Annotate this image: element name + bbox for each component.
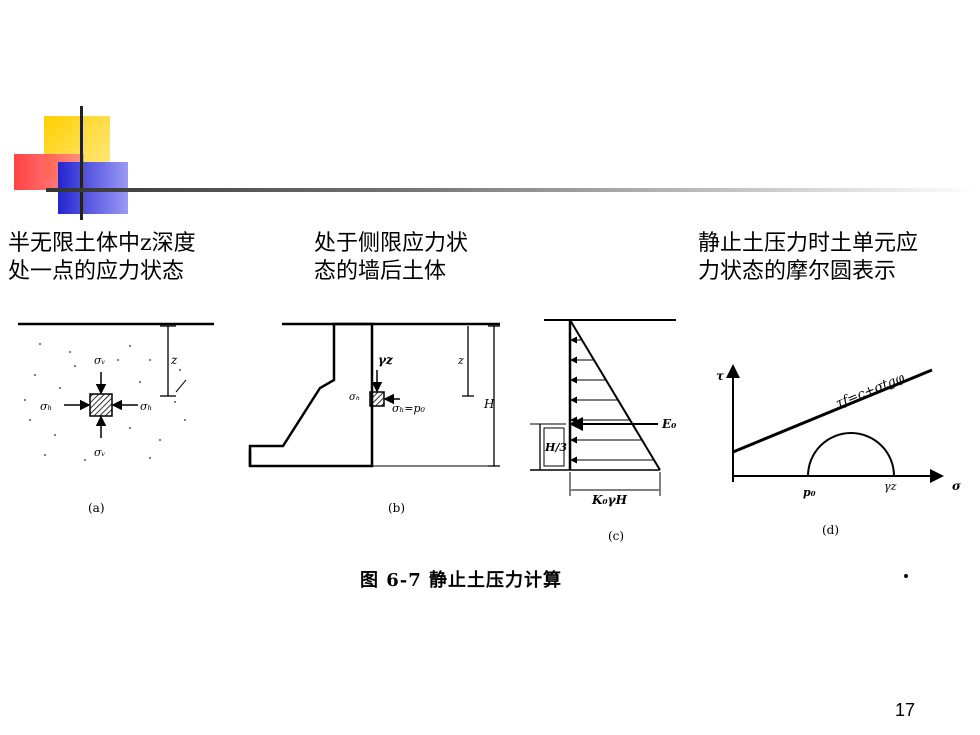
vertical-rule: [80, 106, 83, 220]
panel-label-d: (d): [822, 523, 839, 537]
panel-a: σᵥ σᵥ σₕ σₕ z (a): [18, 322, 214, 515]
label-sigma-h-left: σₕ: [40, 400, 52, 413]
soil-element-a: [89, 393, 113, 417]
figure-title: 图 6-7 静止土压力计算: [360, 570, 563, 591]
label-sigma-v-top: σᵥ: [94, 354, 106, 367]
label-sigma-axis: σ: [952, 479, 961, 493]
label-tau: τ: [716, 369, 725, 383]
panel-label-c: (c): [608, 529, 624, 543]
panel-label-b: (b): [388, 501, 405, 515]
label-sigma-v-bottom: σᵥ: [94, 446, 106, 459]
soil-dots: [24, 343, 186, 461]
label-gamma-z: γz: [378, 353, 394, 367]
label-H-over-3: H/3: [544, 441, 567, 454]
label-H-b: H: [483, 397, 495, 411]
pressure-arrows: [570, 336, 654, 464]
label-sigma-h-right: σₕ: [140, 400, 152, 413]
strength-envelope: [732, 368, 933, 454]
mohr-circle: [807, 432, 895, 477]
label-gamma-z-d: γz: [884, 480, 897, 493]
label-E0: E₀: [661, 417, 677, 431]
caption-panel-a: 半无限土体中z深度 处一点的应力状态: [8, 231, 196, 284]
label-strength-line: τf=c+σtgφ: [834, 370, 908, 411]
stray-mark: [904, 574, 908, 578]
caption-panel-d: 静止土压力时土单元应 力状态的摩尔圆表示: [698, 231, 919, 284]
panel-d: τ σ τf=c+σtgφ p₀ γz (d): [716, 364, 961, 537]
caption-panel-b: 处于侧限应力状 态的墙后土体: [314, 231, 469, 284]
label-z-b: z: [457, 354, 464, 367]
panel-label-a: (a): [88, 501, 105, 515]
label-z-a: z: [170, 353, 178, 367]
horizontal-rule: [46, 188, 980, 192]
soil-element-b: [369, 391, 385, 407]
earth-pressure-figure: σᵥ σᵥ σₕ σₕ z (a) γz σₕ σₕ=p₀ z H (b): [18, 319, 961, 543]
panel-b: γz σₕ σₕ=p₀ z H (b): [248, 322, 500, 515]
label-sigma-h-b: σₕ: [349, 392, 360, 403]
header-decoration: [0, 100, 980, 230]
page-number: 17: [895, 700, 916, 720]
label-sigma-h-p0: σₕ=p₀: [392, 402, 426, 415]
label-p0: p₀: [803, 486, 816, 499]
label-K0-gamma-H: K₀γH: [591, 493, 628, 507]
pressure-hypotenuse: [569, 319, 661, 471]
panel-c: E₀ H/3 K₀γH (c): [530, 319, 677, 543]
